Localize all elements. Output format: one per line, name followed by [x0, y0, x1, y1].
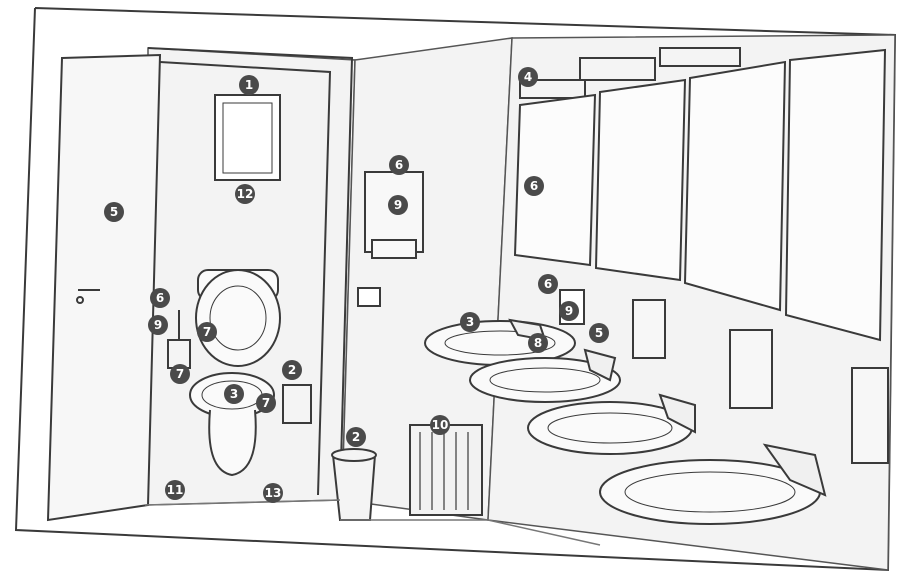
radiator [410, 425, 482, 515]
marker-wall-light: 4 [518, 67, 538, 87]
marker-stall-door: 5 [104, 202, 124, 222]
marker-radiator: 10 [430, 415, 450, 435]
marker-label: 3 [230, 387, 238, 401]
marker-label: 7 [203, 325, 211, 339]
marker-soap: 5 [589, 323, 609, 343]
marker-towel-slot: 9 [388, 195, 408, 215]
marker-toilet-brush: 7 [170, 364, 190, 384]
marker-label: 9 [154, 318, 162, 332]
marker-toilet-lid: 7 [197, 322, 217, 342]
stall-door [48, 55, 160, 520]
marker-faucet: 8 [528, 333, 548, 353]
marker-label: 9 [394, 198, 402, 212]
marker-mirror-large: 6 [524, 176, 544, 196]
trash-bin [332, 449, 376, 520]
marker-label: 2 [352, 430, 360, 444]
marker-toilet-bin: 2 [282, 360, 302, 380]
marker-label: 10 [432, 418, 449, 432]
marker-label: 3 [466, 315, 474, 329]
marker-label: 1 [245, 78, 253, 92]
marker-mirror-stall: 1 [239, 75, 259, 95]
marker-label: 6 [156, 291, 164, 305]
marker-label: 6 [395, 158, 403, 172]
marker-stall-wall: 9 [148, 315, 168, 335]
marker-floor-right: 13 [263, 483, 283, 503]
marker-label: 7 [262, 396, 270, 410]
marker-label: 8 [534, 336, 542, 350]
paper-towel-dispenser [365, 172, 423, 258]
marker-label: 9 [565, 304, 573, 318]
marker-label: 6 [544, 277, 552, 291]
stall-mirror [215, 95, 280, 180]
marker-toilet-bowl: 3 [224, 384, 244, 404]
marker-trash-bin: 2 [346, 427, 366, 447]
marker-label: 4 [524, 70, 532, 84]
marker-label: 11 [167, 483, 184, 497]
marker-label: 13 [265, 486, 282, 500]
marker-floor-left: 11 [165, 480, 185, 500]
marker-paper-towel-dispenser: 6 [389, 155, 409, 175]
marker-label: 5 [110, 205, 118, 219]
marker-label: 2 [288, 363, 296, 377]
marker-wall-plate-9: 9 [559, 301, 579, 321]
stall-bin [283, 385, 311, 423]
marker-label: 6 [530, 179, 538, 193]
marker-label: 12 [237, 187, 254, 201]
marker-label: 5 [595, 326, 603, 340]
marker-toilet-seat: 7 [256, 393, 276, 413]
marker-stall-shelf: 6 [150, 288, 170, 308]
marker-label: 7 [176, 367, 184, 381]
marker-basin: 3 [460, 312, 480, 332]
marker-wall-plate-6: 6 [538, 274, 558, 294]
wall-switch [358, 288, 380, 306]
marker-mirror-bottom: 12 [235, 184, 255, 204]
